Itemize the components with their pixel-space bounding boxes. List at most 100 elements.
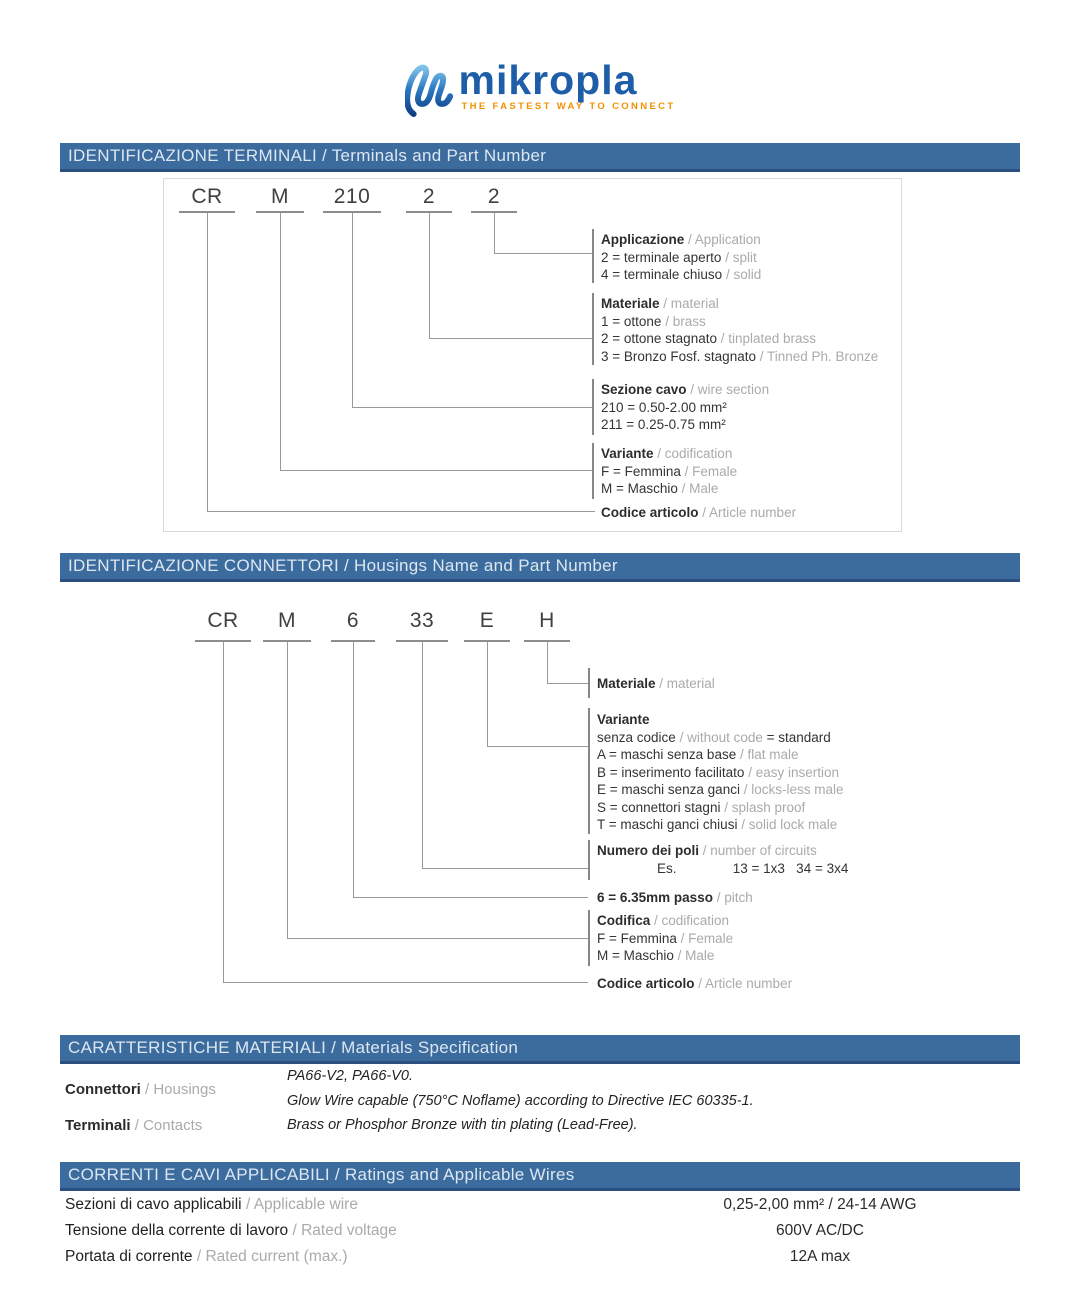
block-bracket bbox=[588, 840, 590, 880]
leader-line bbox=[494, 253, 592, 254]
diagram-line: Materiale / material bbox=[601, 295, 719, 313]
materials-row-value: Glow Wire capable (750°C Noflame) accord… bbox=[287, 1093, 754, 1109]
housings-code-part: 6 bbox=[346, 609, 360, 632]
text-en: / number of circuits bbox=[702, 843, 817, 858]
diagram-line: Applicazione / Application bbox=[601, 231, 761, 249]
text-it: 6 = 6.35mm passo bbox=[597, 890, 717, 905]
ratings-row-label: Tensione della corrente di lavoro / Rate… bbox=[65, 1222, 397, 1240]
text-it: Variante bbox=[597, 712, 650, 727]
code-underline bbox=[464, 640, 510, 642]
text-en: / codification bbox=[654, 913, 730, 928]
code-underline bbox=[195, 640, 251, 642]
text-it: Codice articolo bbox=[601, 505, 703, 520]
terminals-code-part: 210 bbox=[333, 185, 371, 208]
block-bracket bbox=[592, 293, 594, 365]
leader-line bbox=[547, 683, 588, 684]
text-en: / solid lock male bbox=[741, 817, 838, 832]
text-it: = standard bbox=[766, 729, 831, 745]
diagram-line: T = maschi ganci chiusi / solid lock mal… bbox=[597, 816, 837, 834]
text-en: / material bbox=[663, 296, 719, 311]
terminals-code-part: 2 bbox=[487, 185, 501, 208]
leader-line bbox=[352, 407, 592, 408]
text-en: / Female bbox=[684, 463, 738, 479]
diagram-line: 2 = ottone stagnato / tinplated brass bbox=[601, 330, 816, 348]
diagram-line: 1 = ottone / brass bbox=[601, 313, 706, 331]
text-en: / Female bbox=[680, 930, 734, 946]
leader-line bbox=[207, 213, 208, 511]
text-en: / Article number bbox=[702, 505, 797, 520]
terminals-code-part: CR bbox=[191, 185, 223, 208]
leader-line bbox=[207, 511, 595, 512]
text-it: Sezioni di cavo applicabili bbox=[65, 1196, 246, 1213]
diagram-line: 4 = terminale chiuso / solid bbox=[601, 266, 761, 284]
diagram-line: Materiale / material bbox=[597, 675, 715, 693]
text-en: / material bbox=[659, 676, 715, 691]
terminals-code-part: M bbox=[271, 185, 289, 208]
text-en: / Article number bbox=[698, 976, 793, 991]
text-it: senza codice bbox=[597, 729, 680, 745]
leader-line bbox=[287, 642, 288, 938]
text-en: / Housings bbox=[145, 1081, 216, 1098]
text-en: / Male bbox=[677, 948, 715, 963]
ratings-row-value: 600V AC/DC bbox=[776, 1222, 864, 1239]
text-en: / Tinned Ph. Bronze bbox=[759, 348, 879, 364]
code-underline bbox=[331, 640, 375, 642]
diagram-line: Es. 13 = 1x3 34 = 3x4 bbox=[597, 860, 848, 878]
text-it: Applicazione bbox=[601, 232, 689, 247]
logo: mikropla THE FASTEST WAY TO CONNECT bbox=[0, 60, 1080, 118]
diagram-line: 3 = Bronzo Fosf. stagnato / Tinned Ph. B… bbox=[601, 348, 878, 366]
text-en: / tinplated brass bbox=[720, 331, 817, 346]
diagram-line: Codice articolo / Article number bbox=[601, 504, 796, 522]
text-it: S = connettori stagni bbox=[597, 799, 725, 815]
text-it: M = Maschio bbox=[601, 481, 682, 496]
diagram-line: M = Maschio / Male bbox=[601, 480, 718, 498]
text-it: B = inserimento facilitato bbox=[597, 764, 749, 780]
section-header-housings: IDENTIFICAZIONE CONNETTORI / Housings Na… bbox=[60, 553, 1020, 582]
text-en: / brass bbox=[665, 313, 706, 329]
text-en: / solid bbox=[725, 267, 762, 282]
block-bracket bbox=[592, 379, 594, 435]
text-it: F = Femmina bbox=[597, 930, 681, 946]
diagram-line: 210 = 0.50-2.00 mm² bbox=[601, 399, 727, 417]
diagram-line: F = Femmina / Female bbox=[597, 930, 733, 948]
text-it: E = maschi senza ganci bbox=[597, 782, 744, 797]
leader-line bbox=[280, 470, 592, 471]
diagram-line: A = maschi senza base / flat male bbox=[597, 746, 799, 764]
text-it: Codice articolo bbox=[597, 976, 699, 991]
text-it: 211 = 0.25-0.75 mm² bbox=[601, 417, 726, 432]
housings-code-part: E bbox=[479, 609, 495, 632]
leader-line bbox=[287, 938, 588, 939]
text-en: / without code bbox=[679, 729, 767, 745]
code-underline bbox=[471, 211, 517, 213]
section-header-ratings: CORRENTI E CAVI APPLICABILI / Ratings an… bbox=[60, 1162, 1020, 1191]
text-en: / Contacts bbox=[134, 1117, 203, 1134]
text-en: / Rated voltage bbox=[292, 1222, 397, 1239]
text-it: Codifica bbox=[597, 913, 655, 928]
diagram-line: senza codice / without code = standard bbox=[597, 729, 831, 747]
logo-tagline: THE FASTEST WAY TO CONNECT bbox=[461, 101, 676, 112]
text-it: Sezione cavo bbox=[601, 382, 691, 397]
leader-line bbox=[280, 213, 281, 470]
text-en: / locks-less male bbox=[743, 782, 844, 797]
text-it: Materiale bbox=[601, 296, 664, 311]
text-it: Portata di corrente bbox=[65, 1248, 197, 1265]
housings-code-part: H bbox=[539, 609, 555, 632]
text-en: / wire section bbox=[690, 382, 770, 397]
text-it: Connettori bbox=[65, 1081, 145, 1098]
terminals-diagram-box bbox=[163, 178, 902, 532]
materials-row-value: Brass or Phosphor Bronze with tin platin… bbox=[287, 1117, 638, 1133]
housings-code-part: CR bbox=[207, 609, 239, 632]
text-it: A = maschi senza base bbox=[597, 747, 740, 762]
leader-line bbox=[422, 642, 423, 868]
text-it: Terminali bbox=[65, 1117, 135, 1134]
materials-row-label: Terminali / Contacts bbox=[65, 1117, 202, 1134]
text-en: / Male bbox=[681, 481, 719, 496]
leader-line bbox=[494, 213, 495, 253]
text-it: 2 = ottone stagnato bbox=[601, 331, 721, 346]
text-it: 2 = terminale aperto bbox=[601, 249, 726, 265]
text-en: / pitch bbox=[716, 890, 753, 905]
text-en: / Application bbox=[688, 232, 761, 247]
leader-line bbox=[223, 982, 588, 983]
block-bracket bbox=[588, 910, 590, 966]
